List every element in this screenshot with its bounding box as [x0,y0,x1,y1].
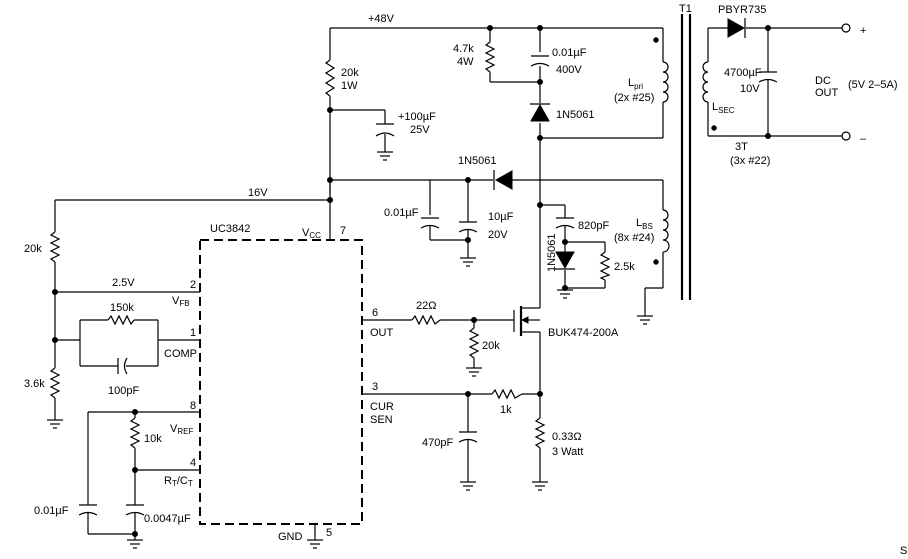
r20k-1w-rating: 1W [341,80,358,92]
r4k7-value: 4.7k [453,43,474,55]
r20k-gate-value: 20k [482,340,500,352]
r1k-value: 1k [500,404,512,416]
resistor-10k [129,417,141,449]
ic-pin2: 2 [190,279,196,291]
lpri-turns: (2x #25) [614,92,654,104]
dcout-spec: (5V 2–5A) [848,79,898,91]
mosfet-label: BUK474-200A [548,327,619,339]
rail-16v-label: 16V [248,187,268,199]
lbs-turns: (8x #24) [614,232,654,244]
c001c-value: 0.01µF [34,505,69,517]
ic-vref-label: VREF [170,423,193,436]
labels: +48V 16V 2.5V 20k 1W +100µF 25V 4.7k 4W … [24,3,907,557]
resistor-20k-1w [324,59,336,97]
diodes [493,18,746,270]
ic-comp-label: COMP [164,348,197,360]
ic-pin7: 7 [340,225,346,237]
rsense-value: 0.33Ω [552,431,582,443]
resistor-0r33 [534,417,546,449]
r150k-value: 150k [110,302,134,314]
d2-label: 1N5061 [458,155,497,167]
ic-cur-label: CUR [370,401,394,413]
r2k5-value: 2.5k [614,261,635,273]
resistors [49,41,611,449]
resistor-20k-gate [468,327,480,359]
resistor-4k7-4w [484,41,496,73]
ic-pin6: 6 [372,307,378,319]
c001b-value: 0.01µF [384,207,419,219]
lpri-label: Lpri [628,77,643,91]
ic-sen-label: SEN [370,414,393,426]
wires [54,27,842,540]
c100p-value: 100pF [108,385,139,397]
capacitors [78,55,778,516]
ic-pin8: 8 [190,400,196,412]
pbyr735-label: PBYR735 [718,4,766,16]
r20k-fb-value: 20k [24,243,42,255]
lsec-label: LSEC [712,101,735,115]
ic-out-label: OUT [370,327,394,339]
r3k6-value: 3.6k [24,378,45,390]
c820p-value: 820pF [578,220,609,232]
terminal-minus [841,131,851,141]
resistor-20k-fb [49,231,61,263]
dcout-out: OUT [815,87,839,99]
r20k-1w-value: 20k [341,67,359,79]
junctions [52,25,771,537]
d1-label: 1N5061 [556,109,595,121]
plus-sign: + [860,25,866,37]
resistor-3k6 [49,367,61,399]
lbs-label: LBS [636,217,653,231]
resistor-150k [107,314,135,326]
ic-vfb-label: VFB [172,295,190,308]
c10u-rating: 20V [488,229,508,241]
corner-mark: S [900,545,907,557]
c001-value: 0.01µF [552,47,587,59]
ic-pin5: 5 [326,527,332,539]
ic-pin3: 3 [372,381,378,393]
terminal-plus [841,23,851,33]
t1-label: T1 [679,3,692,15]
r22-value: 22Ω [416,300,436,312]
c100u-value: +100µF [398,111,436,123]
c001-rating: 400V [556,64,582,76]
dcout-dc: DC [815,75,831,87]
ic-pin1: 1 [190,327,196,339]
resistor-22 [411,314,441,326]
mosfet-buk474 [513,306,540,336]
d3-label: 1N5061 [546,233,558,272]
vfb-2v5-label: 2.5V [112,277,135,289]
resistor-1k [491,388,523,400]
ic-gnd-label: GND [278,531,303,543]
minus-sign: – [860,133,867,145]
c0047-value: 0.0047µF [144,513,191,525]
rail-48v-label: +48V [368,13,395,25]
sec-turns: 3T [735,141,748,153]
c100u-rating: 25V [410,124,430,136]
c470p-value: 470pF [422,437,453,449]
sec-wire: (3x #22) [730,155,770,167]
resistor-2k5 [599,251,611,281]
cout-rating: 10V [740,83,760,95]
ic-pin4: 4 [190,457,196,469]
c10u-value: 10µF [488,211,514,223]
r10k-value: 10k [144,433,162,445]
rsense-rating: 3 Watt [552,446,583,458]
transformer [653,14,717,300]
ic-vcc-label: VCC [302,227,321,240]
ground-symbols [47,151,653,549]
ic-name: UC3842 [210,223,250,235]
cout-value: 4700µF [724,67,762,79]
ic-rtct-label: RT/CT [164,475,193,488]
r4k7-rating: 4W [457,56,474,68]
ic-uc3842-body [199,239,363,525]
